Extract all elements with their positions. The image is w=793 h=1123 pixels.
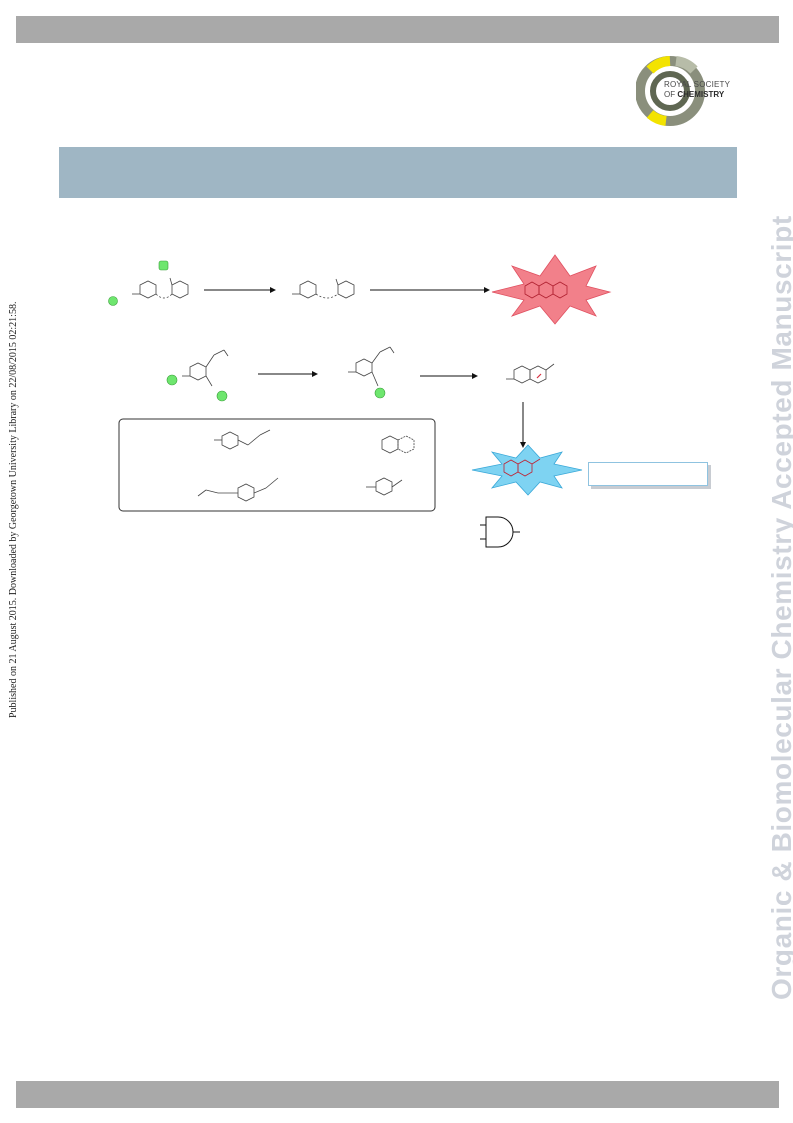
green-marker [108,296,118,306]
red-burst-product [524,281,568,299]
green-marker [374,387,386,399]
caption-box [588,462,708,486]
row1-starting-material [132,277,189,299]
red-burst [491,254,612,325]
row2-intermediate [348,346,395,387]
blue-burst [471,444,583,496]
title-band [59,147,737,198]
publication-note: Published on 21 August 2015. Downloaded … [8,301,19,718]
logo-line-2: OF CHEMISTRY [664,90,725,99]
journal-watermark: Organic & Biomolecular Chemistry Accepte… [766,215,793,1000]
logo-line-1: ROYAL SOCIETY [664,80,731,89]
footer-bar [16,1081,779,1108]
blue-burst-product [503,458,541,477]
substituent-box [118,418,436,512]
row2-product [506,363,555,384]
green-marker [158,260,169,271]
green-marker [216,390,228,402]
and-gate-symbol [485,516,514,548]
green-marker [166,374,178,386]
header-bar [16,16,779,43]
reaction-scheme [108,254,612,548]
row1-intermediate [292,278,355,299]
row2-starting-material [182,349,229,387]
substituent-structures [197,429,415,502]
rsc-logo [636,56,705,126]
rsc-logo-text: ROYAL SOCIETY OF CHEMISTRY [664,80,730,100]
